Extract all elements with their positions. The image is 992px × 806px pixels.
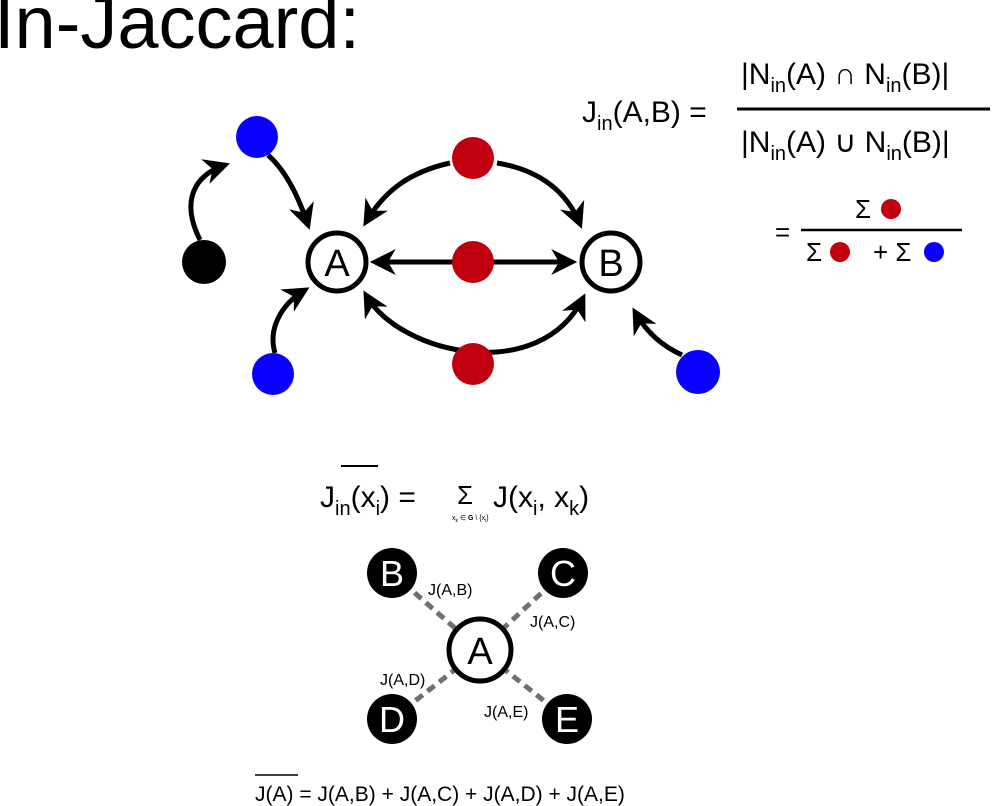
- formula1-J: J: [582, 96, 597, 129]
- star-node-d-label: D: [379, 699, 405, 740]
- star-node-e: [542, 694, 592, 744]
- formula2-equals: =: [775, 217, 790, 247]
- star-node-c: [538, 548, 588, 598]
- sum-formula: Jin(xi) = Σ xk ∈ G \ {xi} J(xi, xk): [320, 465, 589, 524]
- edge-blue-to-a: [266, 153, 314, 230]
- edge-red-top-to-b: [496, 160, 585, 229]
- node-blue-right: [676, 350, 720, 394]
- formula1-args: (A,B) =: [613, 96, 707, 129]
- formula1-denominator: |Nin(A) ∪ Nin(B)|: [741, 126, 950, 165]
- star-node-a: [446, 616, 514, 684]
- edge-black-to-blue: [188, 159, 230, 242]
- star-node-a-label: A: [467, 631, 493, 673]
- formula2-num-red-dot: [881, 199, 901, 219]
- formula3-sum-index: xk ∈ G \ {xi}: [452, 515, 489, 524]
- formula2-den-sigma: Σ: [806, 237, 822, 267]
- edge-blue-right-to-b: [632, 307, 684, 358]
- edge-blue-bottom-to-a: [270, 287, 310, 354]
- top-graph: A B: [182, 116, 720, 395]
- node-red-middle: [452, 241, 494, 283]
- edge-label-ab: J(A,B): [428, 582, 472, 599]
- node-black-left: [182, 240, 226, 284]
- formula3-sigma: Σ: [457, 480, 473, 510]
- node-blue-top-left: [236, 116, 278, 158]
- formula3-term: J(xi, xk): [493, 481, 589, 520]
- star-node-c-label: C: [550, 553, 576, 594]
- edge-red-top-to-a: [363, 160, 451, 227]
- formula2-den-blue-dot: [924, 242, 944, 262]
- star-node-b: [367, 548, 417, 598]
- formula2-den-red-dot: [830, 242, 850, 262]
- svg-text:Jin(A,B) =: Jin(A,B) =: [582, 96, 707, 135]
- node-red-bottom: [452, 343, 494, 385]
- formula2-plus-sigma: + Σ: [873, 237, 911, 267]
- node-a-label: A: [324, 243, 350, 285]
- bottom-formula-text: J(A) = J(A,B) + J(A,C) + J(A,D) + J(A,E): [255, 783, 625, 806]
- star-node-b-label: B: [380, 553, 404, 594]
- node-a: [305, 230, 369, 294]
- node-b-label: B: [598, 243, 623, 285]
- formula3-lhs: Jin(xi) =: [320, 481, 416, 520]
- formula1-numerator: |Nin(A) ∩ Nin(B)|: [741, 58, 949, 97]
- edge-label-ae: J(A,E): [484, 704, 528, 721]
- node-red-top: [452, 137, 494, 179]
- node-b: [579, 230, 643, 294]
- formula2-num-sigma: Σ: [855, 194, 871, 224]
- star-node-d: [367, 694, 417, 744]
- edge-label-ac: J(A,C): [530, 614, 575, 631]
- dot-ratio-formula: = Σ Σ + Σ: [775, 194, 962, 267]
- edge-label-ad: J(A,D): [380, 672, 425, 689]
- star-graph: B C D E A J(A,B) J(A,C) J(A,D) J(A,E): [367, 548, 592, 744]
- node-blue-bottom-left: [252, 353, 294, 395]
- star-node-e-label: E: [555, 699, 579, 740]
- formula1-sub-in: in: [597, 113, 613, 135]
- bottom-formula: J(A) = J(A,B) + J(A,C) + J(A,D) + J(A,E): [255, 774, 625, 806]
- page-title: In-Jaccard:: [0, 0, 361, 64]
- jaccard-formula: Jin(A,B) = |Nin(A) ∩ Nin(B)| |Nin(A) ∪ N…: [582, 58, 990, 165]
